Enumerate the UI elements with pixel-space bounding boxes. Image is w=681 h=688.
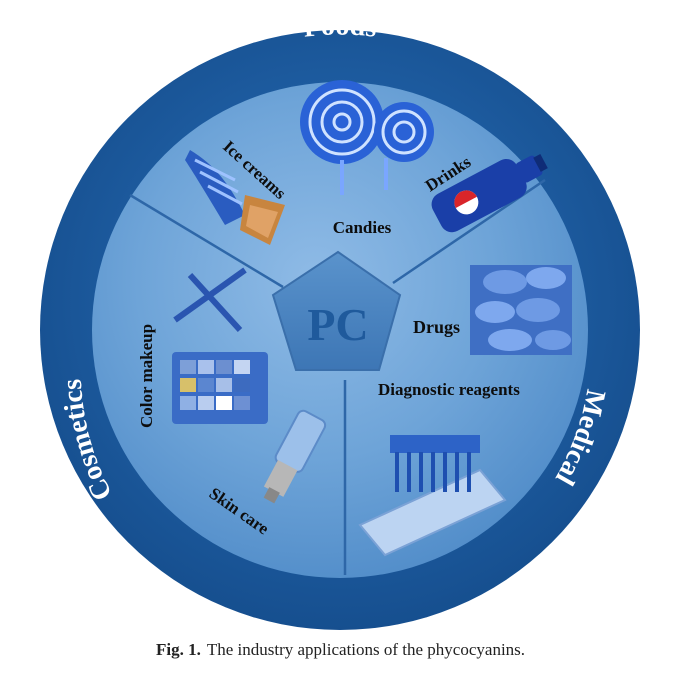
figure-caption: Fig. 1. The industry applications of the … bbox=[0, 640, 681, 660]
caption-text: The industry applications of the phycocy… bbox=[206, 640, 526, 659]
pc-label: PC bbox=[307, 299, 368, 350]
ice-cream-illustration bbox=[185, 150, 285, 245]
caption-label: Fig. 1. bbox=[155, 640, 201, 659]
divider-left bbox=[129, 193, 284, 289]
label-drugs: Drugs bbox=[413, 317, 460, 337]
label-diagnostic-reagents: Diagnostic reagents bbox=[378, 380, 520, 399]
drinks-illustration bbox=[431, 154, 548, 233]
ring-label-foods: Foods bbox=[302, 10, 379, 43]
pc-pentagon bbox=[271, 250, 402, 371]
diagnostic-reagents-illustration bbox=[358, 435, 507, 557]
label-color-makeup: Color makeup bbox=[137, 324, 156, 428]
label-candies: Candies bbox=[333, 218, 392, 237]
skin-care-illustration bbox=[263, 409, 327, 504]
color-makeup-illustration bbox=[172, 267, 268, 424]
phycocyanin-applications-diagram: PC Foods Medical Cosmetics bbox=[40, 10, 640, 630]
candies-illustration bbox=[300, 80, 434, 195]
drugs-illustration bbox=[470, 265, 572, 355]
